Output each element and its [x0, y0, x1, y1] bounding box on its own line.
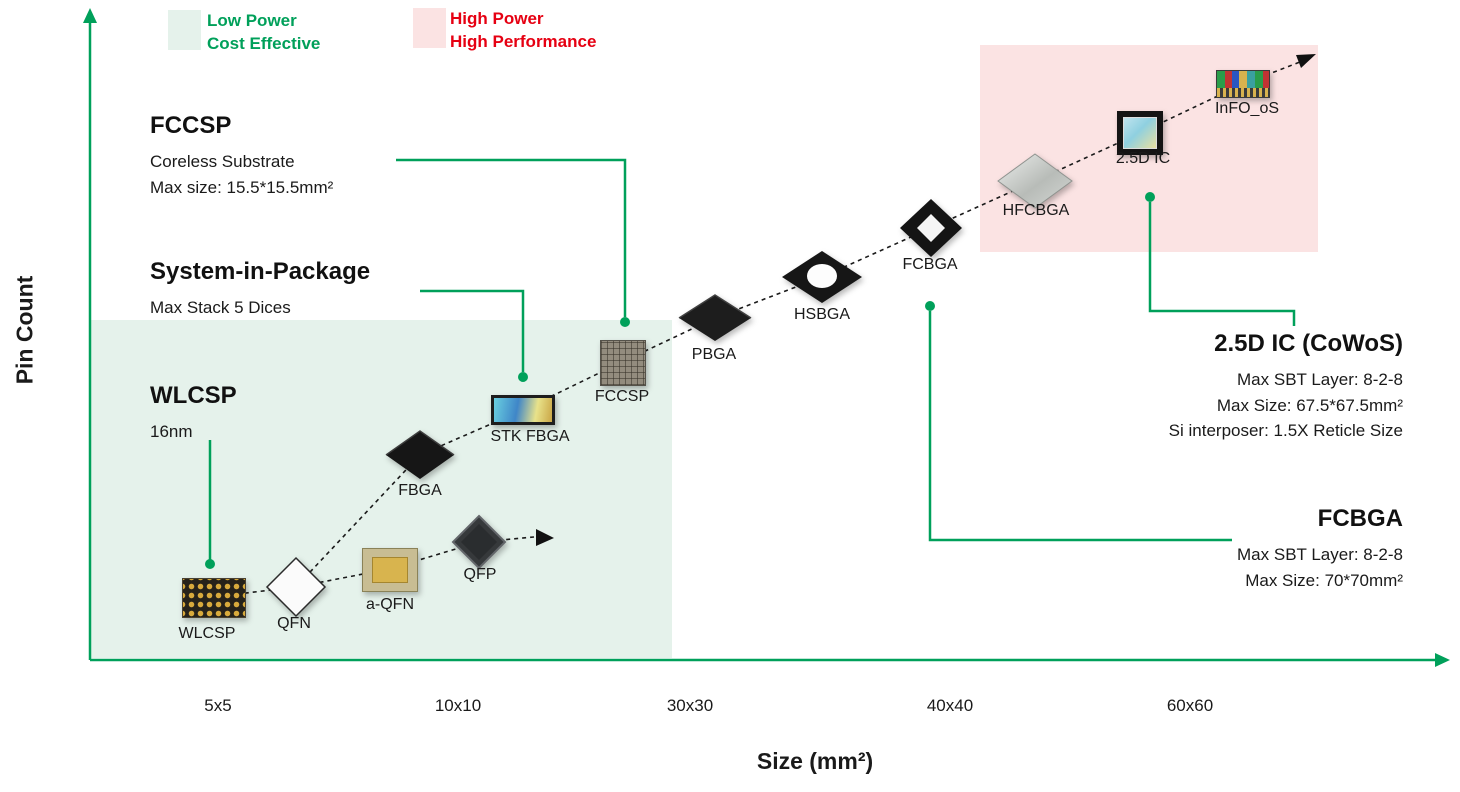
legend-low-power-label: Low Power Cost Effective: [207, 10, 320, 56]
y-axis-arrow-icon: [83, 8, 97, 23]
info-os-package-image: [1216, 70, 1270, 98]
a-qfn-label: a-QFN: [366, 596, 414, 613]
cowos-callout-line3: Si interposer: 1.5X Reticle Size: [1168, 421, 1403, 440]
package-2-5d-ic: [1117, 111, 1163, 155]
fcbga-callout-line1: Max SBT Layer: 8-2-8: [1237, 545, 1403, 564]
fccsp-callout-line1: Coreless Substrate: [150, 152, 295, 171]
legend-high-power-line2: High Performance: [450, 31, 597, 51]
info-os-modules: [1217, 71, 1269, 88]
fccsp-callout: FCCSP Coreless Substrate Max size: 15.5*…: [150, 112, 333, 200]
package-hfcbga: [997, 153, 1073, 214]
fcbga-callout: FCBGA Max SBT Layer: 8-2-8 Max Size: 70*…: [1237, 505, 1403, 593]
pbga-label: PBGA: [691, 346, 737, 363]
hfcbga-label: HFCBGA: [1002, 202, 1070, 219]
cowos-callout-line2: Max Size: 67.5*67.5mm²: [1216, 395, 1403, 415]
wlcsp-package-image: [182, 578, 246, 618]
x-tick-5x5: 5x5: [204, 696, 232, 715]
fbga-label: FBGA: [398, 482, 442, 499]
package-qfp: [451, 514, 507, 575]
legend-high-power-swatch: [413, 8, 446, 48]
cowos-callout-title: 2.5D IC (CoWoS): [1214, 330, 1403, 357]
fccsp-callout-title: FCCSP: [150, 112, 232, 139]
fcbga-package-image: [900, 199, 962, 257]
fccsp-label: FCCSP: [594, 388, 650, 405]
info-os-pins: [1217, 88, 1269, 97]
info-os-label: InFO_oS: [1214, 100, 1280, 117]
cowos-callout-line1: Max SBT Layer: 8-2-8: [1237, 370, 1403, 389]
a-qfn-package-image: [362, 548, 418, 592]
package-pbga: [678, 294, 752, 347]
2-5d-ic-package-image: [1117, 111, 1163, 155]
stk-fbga-die: [494, 398, 552, 422]
wlcsp-label: WLCSP: [178, 625, 236, 642]
cowos-callout: 2.5D IC (CoWoS) Max SBT Layer: 8-2-8 Max…: [1169, 330, 1403, 444]
package-stk-fbga: [491, 395, 555, 425]
fcbga-callout-title: FCBGA: [1317, 505, 1403, 532]
package-a-qfn: [362, 548, 418, 592]
legend-low-power-swatch: [168, 10, 201, 50]
fccsp-callout-line2: Max size: 15.5*15.5mm²: [150, 177, 334, 197]
2-5d-ic-die: [1123, 117, 1157, 149]
x-tick-40x40: 40x40: [926, 696, 974, 715]
x-tick-60x60: 60x60: [1166, 696, 1214, 715]
fbga-package-image: [385, 430, 455, 479]
y-axis-title: Pin Count: [11, 275, 38, 385]
package-qfn: [265, 556, 327, 623]
x-tick-10x10: 10x10: [434, 696, 482, 715]
x-tick-30x30: 30x30: [666, 696, 714, 715]
fccsp-package-image: [600, 340, 646, 386]
hfcbga-package-image: [997, 153, 1073, 209]
a-qfn-die: [372, 557, 408, 583]
sip-callout-line1: Max Stack 5 Dices: [150, 298, 291, 317]
qfn-label: QFN: [277, 615, 311, 632]
package-fccsp: [600, 340, 646, 386]
hsbga-label: HSBGA: [793, 306, 851, 323]
qfp-package-image: [451, 514, 507, 570]
qfp-label: QFP: [463, 566, 497, 583]
package-fbga: [385, 430, 455, 485]
package-info-os: [1216, 70, 1270, 98]
wlcsp-callout-line1: 16nm: [150, 422, 193, 441]
fcbga-label: FCBGA: [902, 256, 958, 273]
x-axis-arrow-icon: [1435, 653, 1450, 667]
sip-callout: System-in-Package Max Stack 5 Dices: [150, 258, 370, 321]
2-5d-ic-label: 2.5D IC: [1115, 150, 1171, 167]
wlcsp-callout-title: WLCSP: [150, 382, 237, 409]
fccsp-callout-line: [396, 158, 627, 317]
fcbga-callout-dot: [925, 301, 935, 311]
package-hsbga: [781, 250, 863, 309]
fcbga-callout-line2: Max Size: 70*70mm²: [1245, 570, 1403, 590]
package-fcbga: [899, 198, 963, 263]
qfn-package-image: [265, 556, 327, 618]
legend-low-power-line2: Cost Effective: [207, 33, 321, 53]
legend-high-power-label: High Power High Performance: [450, 8, 596, 54]
x-axis-title: Size (mm²): [756, 748, 874, 774]
package-wlcsp: [182, 578, 246, 618]
stk-fbga-package-image: [491, 395, 555, 425]
pbga-package-image: [678, 294, 752, 341]
legend-high-power-line1: High Power: [450, 9, 544, 28]
sip-callout-title: System-in-Package: [150, 258, 371, 285]
legend-low-power-line1: Low Power: [207, 11, 297, 30]
wlcsp-callout: WLCSP 16nm: [150, 382, 237, 445]
stk-fbga-label: STK FBGA: [490, 428, 570, 445]
hsbga-package-image: [782, 251, 862, 303]
